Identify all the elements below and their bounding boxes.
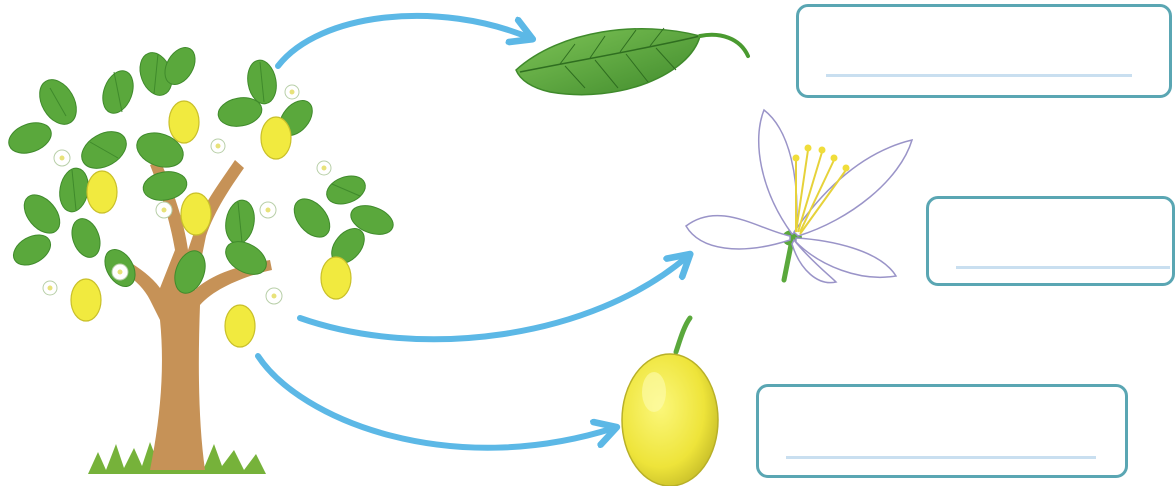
leaf-icon (516, 28, 748, 95)
arrow-tree-to-leaf (278, 16, 530, 66)
leaf-answer-line (826, 74, 1132, 77)
flower-answer-line (956, 266, 1170, 269)
flower-icon (686, 110, 912, 283)
lemon-answer-line (786, 456, 1096, 459)
tree-icon (5, 42, 398, 474)
lemon-icon (622, 318, 718, 486)
flower-answer-box[interactable] (926, 196, 1175, 286)
arrow-tree-to-flower (300, 256, 688, 339)
lemon-answer-box[interactable] (756, 384, 1128, 478)
leaf-answer-box[interactable] (796, 4, 1172, 98)
arrow-tree-to-lemon (258, 356, 614, 448)
